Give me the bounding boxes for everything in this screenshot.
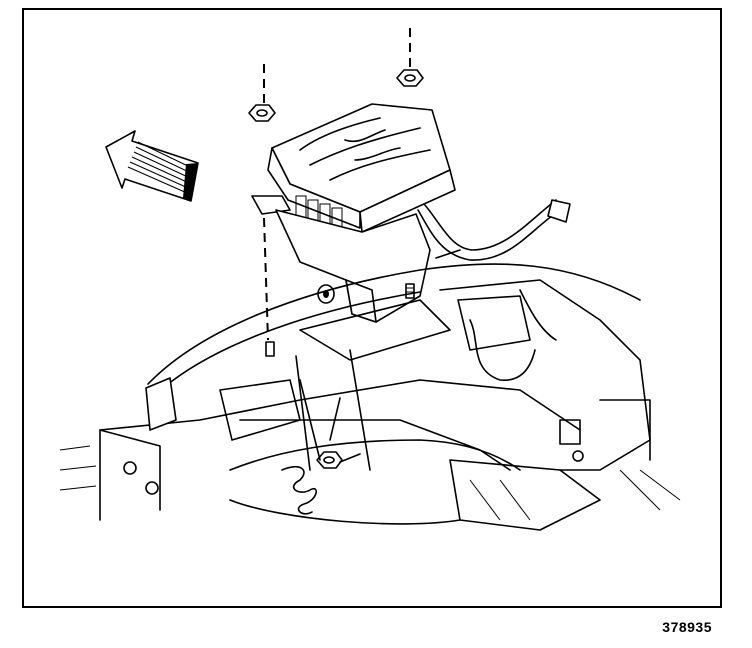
nut-icon — [396, 69, 424, 87]
nut-icon — [316, 451, 343, 469]
figure-number: 378935 — [662, 619, 712, 635]
wiring-harness — [417, 199, 571, 261]
module-assembly — [251, 103, 456, 323]
stud-icon — [405, 283, 415, 299]
nut-icon — [248, 104, 276, 122]
vehicle-body-structure — [59, 263, 681, 531]
front-arrow-icon — [105, 130, 199, 202]
fastener-guide-lines — [263, 28, 411, 341]
